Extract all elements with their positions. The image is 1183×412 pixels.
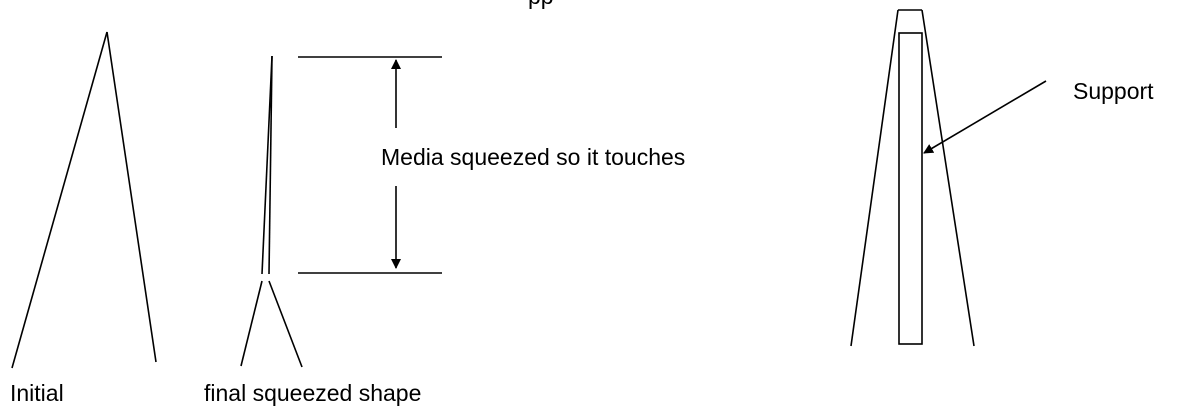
support-label: Support xyxy=(1073,78,1154,104)
squeeze-plates xyxy=(298,56,442,274)
initial-label: Initial xyxy=(10,380,64,406)
squeeze-note: Media squeezed so it touches xyxy=(381,144,685,170)
final-shape-label: final squeezed shape xyxy=(204,380,421,406)
support-pointer-arrow xyxy=(923,80,1047,154)
top-clipped-label: pp xyxy=(528,0,554,9)
initial-tent-shape xyxy=(11,31,157,369)
support-post xyxy=(898,32,923,345)
supported-tent xyxy=(850,9,975,347)
tent-left-side xyxy=(850,9,899,347)
tent-right-side xyxy=(921,9,975,347)
final-squeezed-shape xyxy=(240,55,303,368)
